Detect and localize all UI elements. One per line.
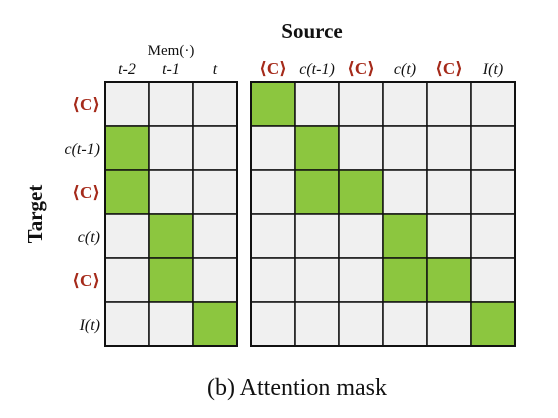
source-mask-cell-r3-c1 xyxy=(294,213,340,259)
memory-column-label: t-1 xyxy=(162,61,180,78)
source-mask-cell-r3-c4 xyxy=(426,213,472,259)
memory-mask-cell-r4-c0 xyxy=(104,257,150,303)
source-mask-cell-r1-c2 xyxy=(338,125,384,171)
memory-mask-cell-r1-c1 xyxy=(148,125,194,171)
source-mask-cell-r0-c4 xyxy=(426,81,472,127)
memory-mask-cell-r3-c1 xyxy=(148,213,194,259)
source-mask-cell-r4-c1 xyxy=(294,257,340,303)
memory-mask-cell-r0-c1 xyxy=(148,81,194,127)
source-mask-cell-r1-c4 xyxy=(426,125,472,171)
memory-column-label: t-2 xyxy=(118,61,136,78)
memory-mask-cell-r3-c0 xyxy=(104,213,150,259)
memory-column-label: t xyxy=(213,61,218,78)
source-mask-cell-r3-c0 xyxy=(250,213,296,259)
source-mask-cell-r2-c5 xyxy=(470,169,516,215)
source-mask-cell-r2-c2 xyxy=(338,169,384,215)
source-mask-cell-r4-c2 xyxy=(338,257,384,303)
target-row-label: c(t) xyxy=(78,229,100,246)
source-column-label: ⟨C⟩ xyxy=(259,59,287,78)
memory-mask-cell-r5-c0 xyxy=(104,301,150,347)
source-mask-border xyxy=(250,81,516,347)
memory-mask-border xyxy=(104,81,238,347)
source-column-labels: ⟨C⟩ c(t-1) ⟨C⟩ c(t) ⟨C⟩ I(t) xyxy=(259,59,503,78)
source-mask-cell-r1-c0 xyxy=(250,125,296,171)
source-mask-cell-r4-c0 xyxy=(250,257,296,303)
source-mask-cell-r5-c3 xyxy=(382,301,428,347)
memory-mask-cell-r1-c0 xyxy=(104,125,150,171)
memory-mask-cell-r4-c1 xyxy=(148,257,194,303)
source-mask-cell-r1-c1 xyxy=(294,125,340,171)
memory-mask-grid xyxy=(104,81,238,347)
source-column-label: I(t) xyxy=(482,61,503,78)
source-mask-cell-r5-c4 xyxy=(426,301,472,347)
source-mask-cell-r0-c3 xyxy=(382,81,428,127)
memory-mask-cell-r2-c2 xyxy=(192,169,238,215)
target-axis-label: Target xyxy=(23,185,47,244)
source-mask-cell-r3-c2 xyxy=(338,213,384,259)
source-column-label: c(t-1) xyxy=(299,61,335,78)
source-column-label: ⟨C⟩ xyxy=(435,59,463,78)
target-row-label: c(t-1) xyxy=(64,141,100,158)
source-mask-cell-r1-c3 xyxy=(382,125,428,171)
source-mask-cell-r2-c3 xyxy=(382,169,428,215)
target-row-label: ⟨C⟩ xyxy=(72,271,100,290)
source-mask-cell-r4-c3 xyxy=(382,257,428,303)
memory-mask-cell-r5-c1 xyxy=(148,301,194,347)
source-mask-cell-r3-c5 xyxy=(470,213,516,259)
source-mask-grid xyxy=(250,81,516,347)
memory-mask-cell-r0-c2 xyxy=(192,81,238,127)
source-mask-cell-r2-c0 xyxy=(250,169,296,215)
source-mask-cell-r0-c0 xyxy=(250,81,296,127)
memory-mask-cell-r2-c0 xyxy=(104,169,150,215)
source-mask-cell-r2-c4 xyxy=(426,169,472,215)
source-mask-cell-r4-c4 xyxy=(426,257,472,303)
memory-mask-cell-r3-c2 xyxy=(192,213,238,259)
source-mask-cell-r2-c1 xyxy=(294,169,340,215)
source-mask-cell-r4-c5 xyxy=(470,257,516,303)
source-column-label: c(t) xyxy=(394,61,416,78)
source-mask-cell-r0-c2 xyxy=(338,81,384,127)
target-row-labels: ⟨C⟩ c(t-1) ⟨C⟩ c(t) ⟨C⟩ I(t) xyxy=(64,95,100,334)
mem-header: Mem(·) xyxy=(148,43,195,59)
memory-mask-cell-r5-c2 xyxy=(192,301,238,347)
source-mask-cell-r3-c3 xyxy=(382,213,428,259)
target-row-label: ⟨C⟩ xyxy=(72,95,100,114)
source-mask-cell-r5-c0 xyxy=(250,301,296,347)
target-row-label: I(t) xyxy=(79,317,100,334)
source-mask-cell-r1-c5 xyxy=(470,125,516,171)
source-mask-cell-r5-c2 xyxy=(338,301,384,347)
source-mask-cell-r0-c5 xyxy=(470,81,516,127)
source-title: Source xyxy=(281,19,342,43)
source-mask-cell-r5-c1 xyxy=(294,301,340,347)
source-column-label: ⟨C⟩ xyxy=(347,59,375,78)
target-row-label: ⟨C⟩ xyxy=(72,183,100,202)
memory-mask-cell-r2-c1 xyxy=(148,169,194,215)
source-mask-cell-r5-c5 xyxy=(470,301,516,347)
memory-mask-cell-r1-c2 xyxy=(192,125,238,171)
memory-column-labels: t-2 t-1 t xyxy=(118,61,218,78)
figure-caption: (b) Attention mask xyxy=(207,375,387,401)
source-mask-cell-r0-c1 xyxy=(294,81,340,127)
memory-mask-cell-r0-c0 xyxy=(104,81,150,127)
memory-mask-cell-r4-c2 xyxy=(192,257,238,303)
